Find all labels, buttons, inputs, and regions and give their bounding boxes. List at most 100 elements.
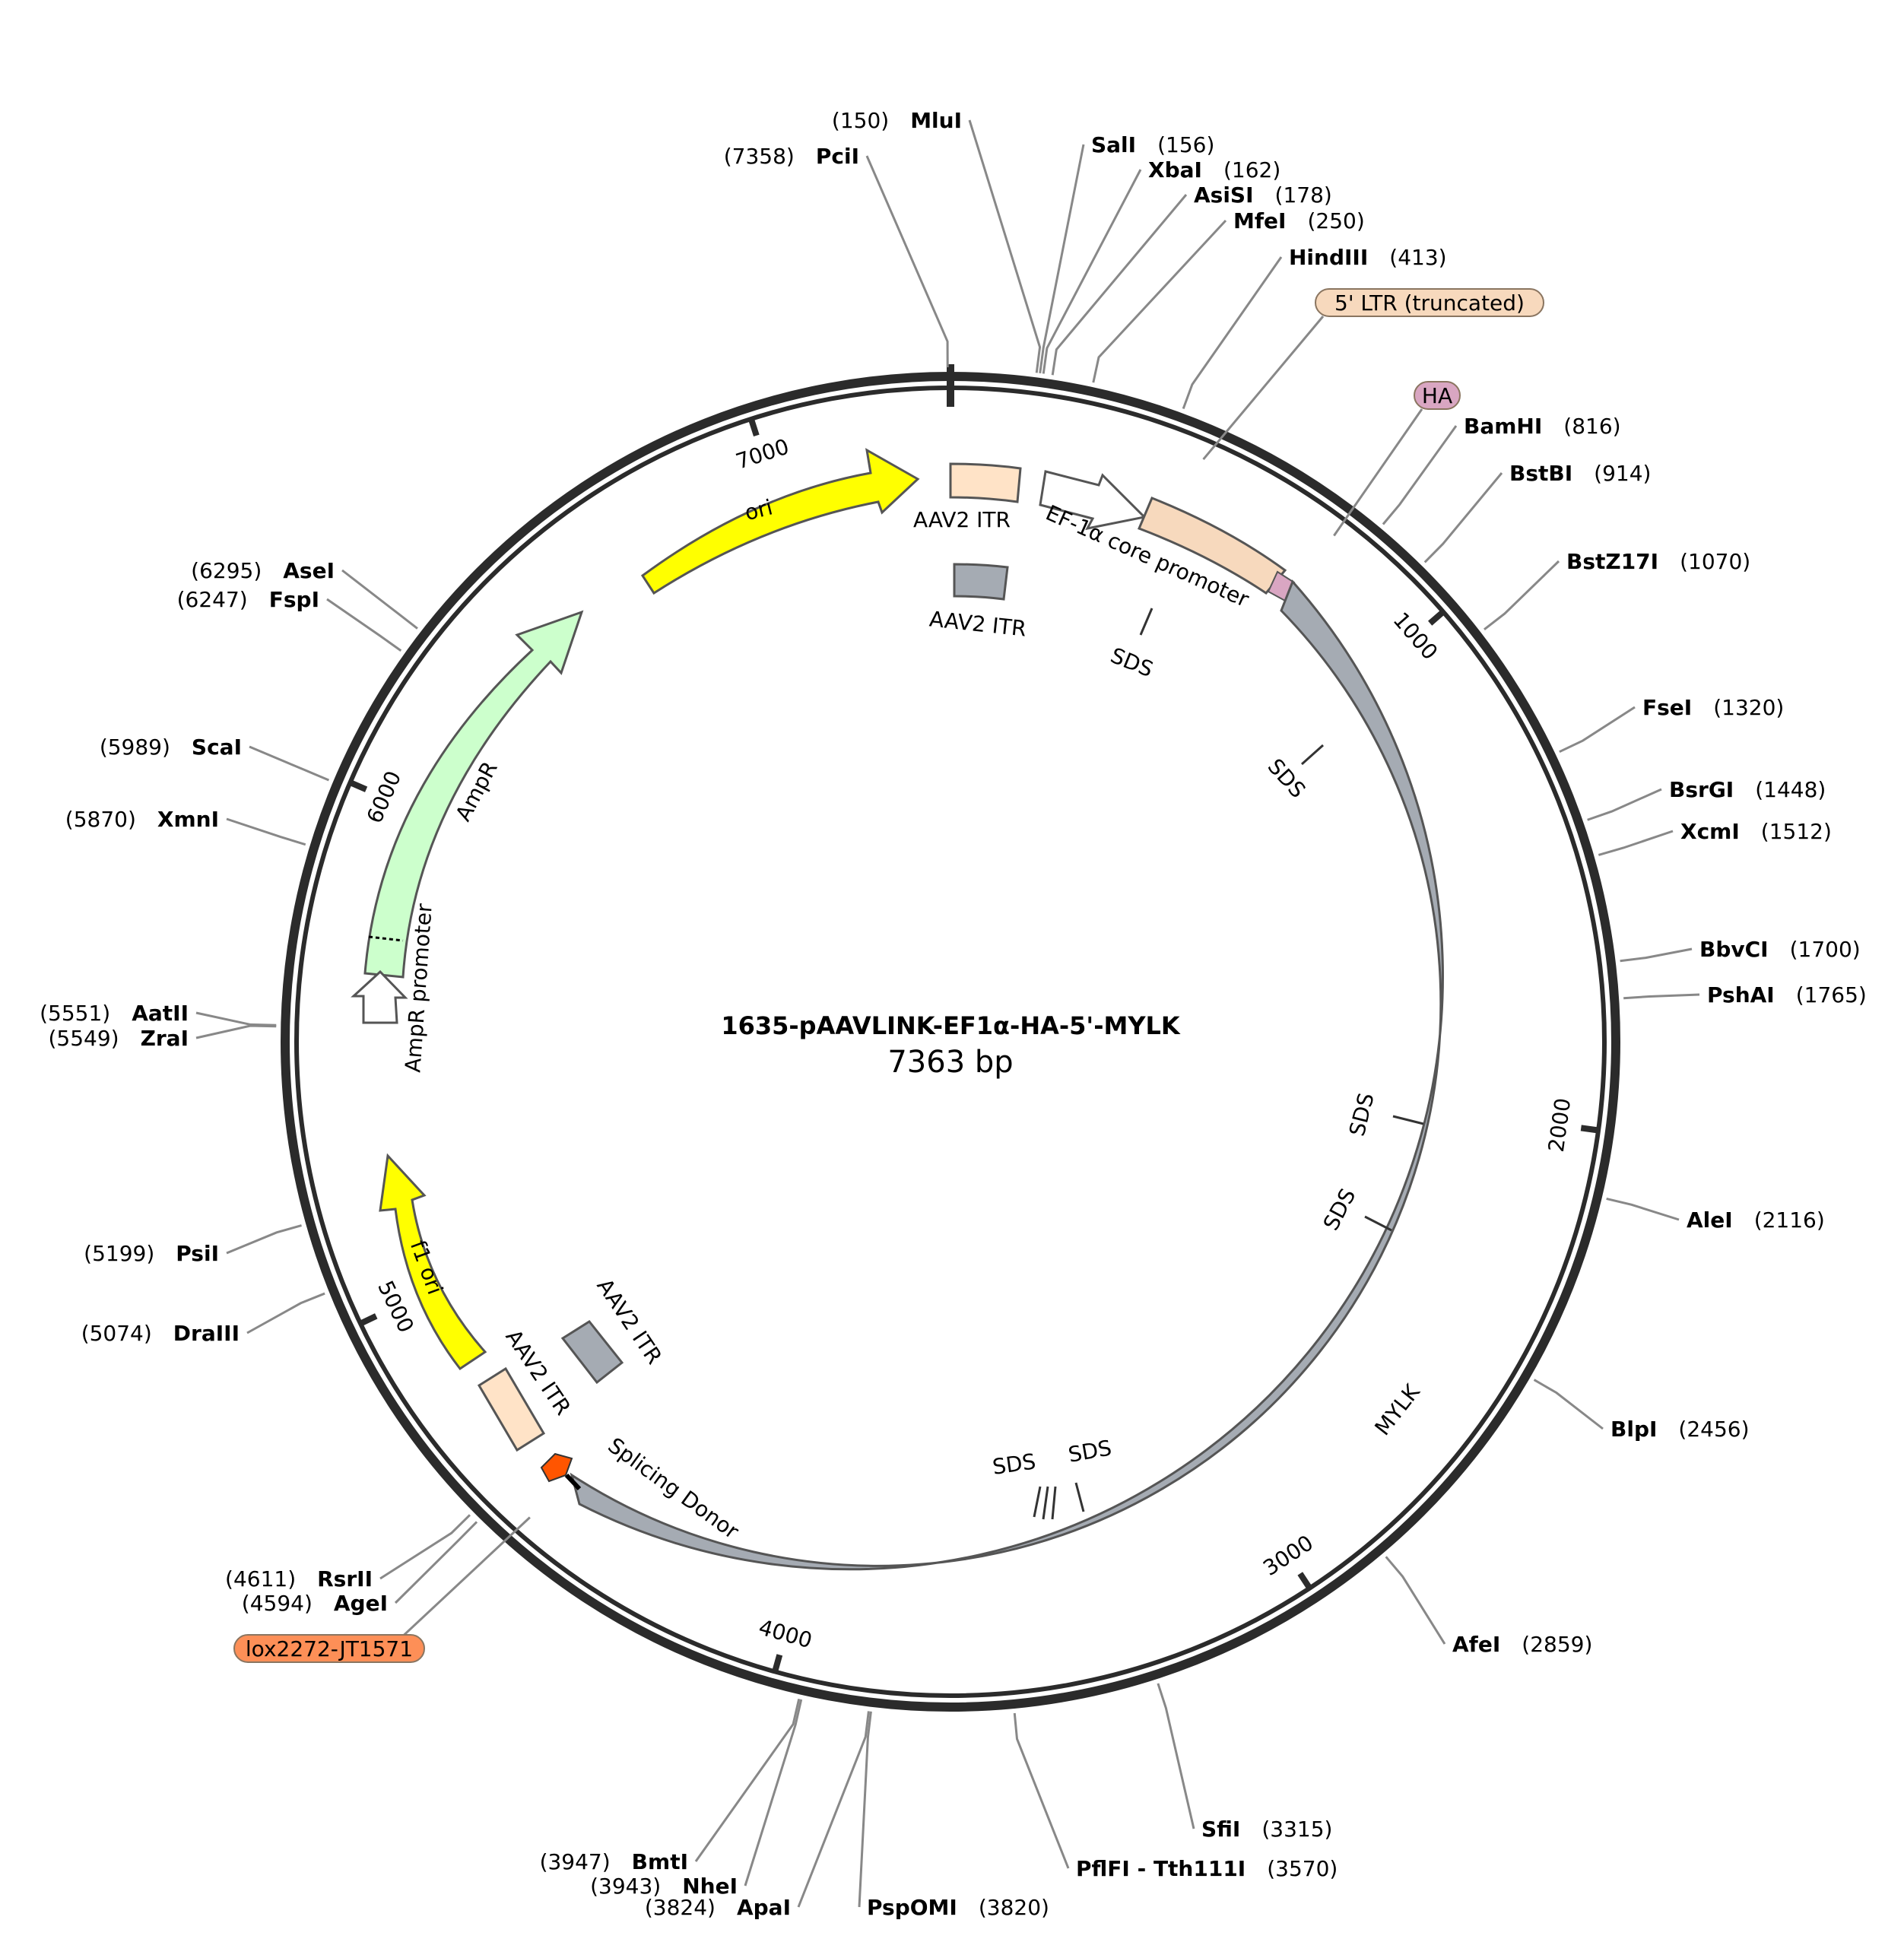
site-label[interactable]: (150) MluI bbox=[832, 108, 962, 133]
site-label[interactable]: (6247) FspI bbox=[177, 587, 319, 612]
site-label[interactable]: BsrGI (1448) bbox=[1669, 777, 1826, 802]
site-line bbox=[1042, 169, 1142, 374]
site-label[interactable]: AsiSI (178) bbox=[1194, 182, 1332, 208]
sds-label-4: SDS bbox=[1319, 1185, 1361, 1235]
site-position: (1765) bbox=[1796, 982, 1867, 1008]
tick-mark bbox=[1580, 1125, 1598, 1134]
site-name: MfeI bbox=[1233, 208, 1286, 233]
feature-aav2-itr-bottom-light[interactable]: AAV2 ITR bbox=[477, 1325, 576, 1452]
sds-label-5: SDS bbox=[991, 1449, 1037, 1480]
ring-feature-label: HA bbox=[1422, 383, 1452, 408]
feature-f1-ori[interactable]: f1 ori bbox=[379, 1153, 487, 1371]
site-name: AleI bbox=[1687, 1207, 1733, 1233]
feature-aav2-itr-top-light[interactable]: AAV2 ITR bbox=[913, 462, 1022, 532]
site-label[interactable]: FseI (1320) bbox=[1642, 695, 1784, 720]
site-position: (3943) bbox=[590, 1874, 661, 1899]
site-position: (250) bbox=[1307, 208, 1364, 233]
site-name: PspOMI bbox=[867, 1895, 957, 1920]
site-line bbox=[968, 119, 1042, 373]
site-label[interactable]: (5549) ZraI bbox=[48, 1026, 189, 1051]
tick-mark bbox=[1428, 610, 1445, 626]
site-label[interactable]: (7358) PciI bbox=[724, 144, 859, 169]
site-name: DraIII bbox=[173, 1321, 240, 1346]
feature-ori[interactable]: ori bbox=[640, 448, 920, 595]
site-position: (413) bbox=[1389, 245, 1446, 270]
site-label[interactable]: XbaI (162) bbox=[1148, 157, 1280, 182]
tick-label: 5000 bbox=[373, 1277, 418, 1337]
site-position: (2859) bbox=[1522, 1632, 1592, 1657]
site-label[interactable]: (6295) AseI bbox=[191, 558, 335, 583]
ring-feature-pill[interactable] bbox=[1414, 381, 1461, 410]
site-name: XbaI bbox=[1148, 157, 1202, 182]
restriction-sites: (150) MluI (7358) PciI SalI (156)XbaI (162… bbox=[40, 108, 1867, 1920]
site-label[interactable]: BstBI (914) bbox=[1509, 461, 1651, 486]
feature-aav2-itr-top-dark[interactable]: AAV2 ITR bbox=[928, 563, 1028, 642]
site-label[interactable]: SfiI (3315) bbox=[1201, 1817, 1332, 1842]
site-label[interactable]: SalI (156) bbox=[1091, 132, 1214, 157]
sds-label-3: SDS bbox=[1344, 1090, 1379, 1138]
sds-label-6: SDS bbox=[1066, 1435, 1113, 1467]
site-position: (5074) bbox=[81, 1321, 152, 1346]
site-name: AseI bbox=[283, 558, 335, 583]
sds-label-2: SDS bbox=[1263, 754, 1311, 803]
site-name: BlpI bbox=[1610, 1417, 1657, 1442]
feature-sds-6: SDS bbox=[1066, 1435, 1113, 1512]
site-label[interactable]: (5551) AatII bbox=[40, 1001, 189, 1026]
site-position: (914) bbox=[1594, 461, 1651, 486]
site-label[interactable]: PflFI - Tth111I (3570) bbox=[1076, 1856, 1338, 1881]
site-label[interactable]: BlpI (2456) bbox=[1610, 1417, 1750, 1442]
site-label[interactable]: PspOMI (3820) bbox=[867, 1895, 1049, 1920]
feature-ef1a-core-promoter[interactable]: EF-1α core promoter bbox=[1039, 470, 1287, 612]
site-line bbox=[379, 1514, 471, 1580]
sds-label-1: SDS bbox=[1107, 643, 1157, 682]
site-label[interactable]: BbvCI (1700) bbox=[1699, 937, 1861, 962]
feature-sds-3: SDS bbox=[1344, 1090, 1424, 1138]
site-name: ApaI bbox=[737, 1895, 791, 1920]
site-label[interactable]: HindIII (413) bbox=[1289, 245, 1447, 270]
site-label[interactable]: (3824) ApaI bbox=[645, 1895, 791, 1920]
site-position: (6247) bbox=[177, 587, 248, 612]
site-line bbox=[797, 1711, 870, 1908]
site-name: RsrII bbox=[317, 1566, 373, 1591]
site-label[interactable]: (4611) RsrII bbox=[225, 1566, 373, 1591]
site-position: (1070) bbox=[1680, 549, 1750, 574]
site-label[interactable]: PshAI (1765) bbox=[1707, 982, 1867, 1008]
plasmid-name: 1635-pAAVLINK-EF1α-HA-5'-MYLK bbox=[721, 1011, 1181, 1040]
feature-sds-4: SDS bbox=[1319, 1185, 1392, 1235]
site-position: (5549) bbox=[48, 1026, 119, 1051]
site-name: PsiI bbox=[176, 1241, 219, 1266]
site-label[interactable]: XcmI (1512) bbox=[1680, 819, 1832, 844]
site-position: (3947) bbox=[540, 1849, 611, 1874]
site-line bbox=[1620, 947, 1693, 963]
site-label[interactable]: (3947) BmtI bbox=[540, 1849, 688, 1874]
site-label[interactable]: (5989) ScaI bbox=[100, 735, 242, 760]
site-label[interactable]: (4594) AgeI bbox=[242, 1591, 388, 1616]
site-line bbox=[226, 817, 306, 846]
site-label[interactable]: MfeI (250) bbox=[1233, 208, 1365, 233]
site-label[interactable]: (3943) NheI bbox=[590, 1874, 738, 1899]
site-label[interactable]: AleI (2116) bbox=[1687, 1207, 1825, 1233]
site-label[interactable]: BamHI (816) bbox=[1464, 414, 1621, 439]
site-label[interactable]: AfeI (2859) bbox=[1452, 1632, 1592, 1657]
tick-label: 7000 bbox=[733, 434, 792, 474]
site-label[interactable]: (5199) PsiI bbox=[84, 1241, 219, 1266]
site-line bbox=[1423, 472, 1503, 563]
site-label[interactable]: BstZ17I (1070) bbox=[1566, 549, 1750, 574]
site-name: BstZ17I bbox=[1566, 549, 1658, 574]
feature-aav2-itr-bottom-dark[interactable]: AAV2 ITR bbox=[560, 1274, 667, 1385]
site-name: SalI bbox=[1091, 132, 1136, 157]
tick-mark bbox=[772, 1654, 783, 1672]
site-line bbox=[226, 1224, 302, 1255]
site-position: (4594) bbox=[242, 1591, 313, 1616]
site-label[interactable]: (5870) XmnI bbox=[65, 807, 219, 832]
ring-feature-pill[interactable] bbox=[233, 1634, 425, 1663]
site-line bbox=[341, 569, 418, 630]
site-position: (816) bbox=[1563, 414, 1620, 439]
ring-feature-pill[interactable] bbox=[1315, 288, 1544, 317]
site-name: XcmI bbox=[1680, 819, 1740, 844]
site-line bbox=[394, 1521, 478, 1604]
tick-mark bbox=[1297, 1572, 1312, 1589]
site-line bbox=[1598, 830, 1674, 856]
site-label[interactable]: (5074) DraIII bbox=[81, 1321, 240, 1346]
